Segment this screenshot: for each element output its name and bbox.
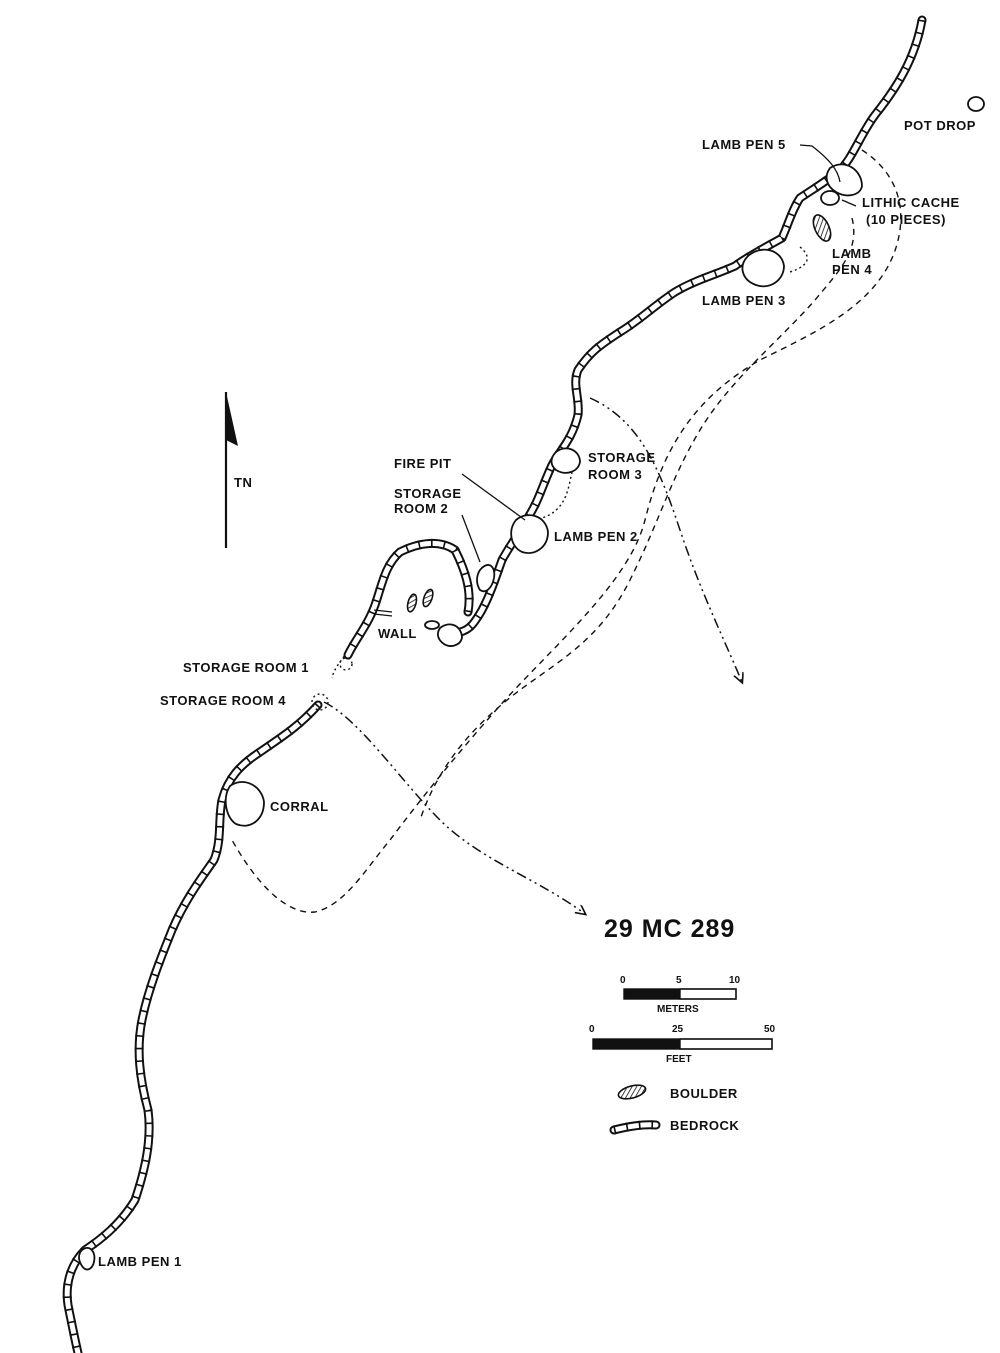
storage-room-4-outline — [311, 693, 329, 711]
label-lamb-pen-2: LAMB PEN 2 — [554, 529, 638, 544]
legend: BOULDER BEDROCK — [609, 1084, 739, 1135]
boulder-loop-2 — [422, 588, 434, 608]
lamb-pen-2-outline — [510, 514, 549, 554]
bedrock-ridge — [62, 15, 927, 1353]
scale-feet-tick-50: 50 — [764, 1024, 776, 1035]
label-fire-pit: FIRE PIT — [394, 456, 451, 471]
pot-drop-marker — [967, 96, 985, 112]
north-arrow-label: TN — [234, 475, 252, 490]
label-wall: WALL — [378, 626, 417, 641]
wall-marker — [373, 609, 393, 617]
boulder-loop-1 — [406, 593, 418, 613]
label-pot-drop: POT DROP — [904, 118, 976, 133]
scale-meters-tick-10: 10 — [729, 975, 741, 986]
scale-feet-unit: FEET — [666, 1054, 692, 1065]
scale-bar-meters: 0 5 10 METERS — [620, 975, 741, 1015]
lamb-pen-4-boulder — [812, 214, 832, 242]
scale-meters-tick-0: 0 — [620, 975, 626, 986]
legend-bedrock-label: BEDROCK — [670, 1118, 739, 1133]
scale-meters-tick-5: 5 — [676, 975, 682, 986]
scale-bar-feet: 0 25 50 FEET — [589, 1024, 776, 1065]
label-lamb-pen-4-2: PEN 4 — [832, 262, 872, 277]
north-arrow-icon — [226, 392, 238, 446]
legend-bedrock-icon — [609, 1120, 661, 1135]
storage-room-1-outline — [339, 657, 353, 671]
label-lithic-cache-1: LITHIC CACHE — [862, 195, 960, 210]
leader-fire-pit — [461, 473, 526, 521]
loop-boulder-outline — [424, 620, 440, 630]
leader-lithic-cache — [841, 199, 857, 207]
label-storage-room-3-1: STORAGE — [588, 450, 656, 465]
lamb-pen-3-outline — [741, 248, 785, 288]
storage-room-2-outline — [476, 564, 496, 593]
scale-feet-tick-0: 0 — [589, 1024, 595, 1035]
leader-lamb-pen-5 — [799, 144, 841, 183]
lithic-cache-outline — [820, 190, 840, 206]
dashed-boundary-east — [231, 149, 902, 913]
site-id-title: 29 MC 289 — [604, 915, 735, 943]
dotted-link-lambpen4 — [789, 246, 808, 273]
storage-room-3-outline — [550, 447, 581, 474]
label-lithic-cache-2: (10 PIECES) — [866, 212, 946, 227]
north-arrow: TN — [224, 392, 252, 548]
legend-boulder-label: BOULDER — [670, 1086, 738, 1101]
trail-east-arrow — [589, 397, 742, 682]
dashed-boundary-inner — [419, 217, 855, 821]
loop-stone-cluster — [437, 623, 463, 647]
corral-outline — [224, 781, 265, 827]
label-corral: CORRAL — [270, 799, 329, 814]
leader-storage-room-2 — [461, 514, 481, 563]
label-lamb-pen-1: LAMB PEN 1 — [98, 1254, 182, 1269]
label-storage-room-1: STORAGE ROOM 1 — [183, 660, 309, 675]
scale-feet-tick-25: 25 — [672, 1024, 684, 1035]
label-lamb-pen-5: LAMB PEN 5 — [702, 137, 786, 152]
scale-meters-unit: METERS — [657, 1004, 699, 1015]
legend-boulder-icon — [617, 1084, 647, 1100]
trail-south-arrow — [323, 701, 585, 914]
label-lamb-pen-3: LAMB PEN 3 — [702, 293, 786, 308]
lamb-pen-5-outline — [825, 163, 863, 197]
lamb-pen-1-outline — [78, 1247, 96, 1271]
label-storage-room-3-2: ROOM 3 — [588, 467, 642, 482]
label-storage-room-2-1: STORAGE — [394, 486, 462, 501]
label-lamb-pen-4-1: LAMB — [832, 246, 872, 261]
label-storage-room-4: STORAGE ROOM 4 — [160, 693, 286, 708]
label-storage-room-2-2: ROOM 2 — [394, 501, 448, 516]
